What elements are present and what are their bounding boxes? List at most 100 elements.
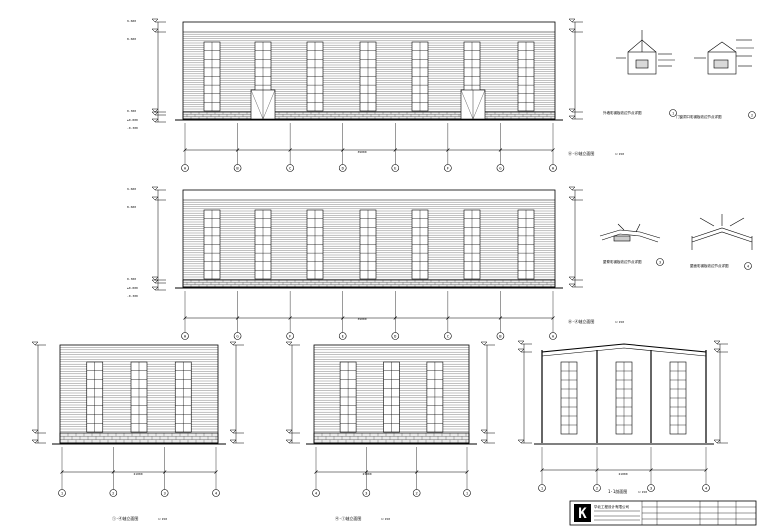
- drawing-title-section: 1-1剖面图 1:150: [608, 488, 647, 494]
- level-triangle: [151, 286, 159, 291]
- level-triangle: [31, 429, 39, 434]
- axis-label: A: [552, 333, 555, 338]
- axis-label: G: [236, 333, 239, 338]
- detail-number: 2: [751, 114, 753, 118]
- level-triangle: [151, 28, 159, 33]
- axis-label: 4: [215, 490, 218, 495]
- axis-label: 2: [416, 490, 418, 495]
- detail-number: 1: [672, 112, 674, 116]
- level-triangle: [713, 439, 721, 444]
- level-label: -0.300: [127, 126, 138, 130]
- drawing-scale: 1:150: [615, 320, 624, 324]
- axis-label: 1: [61, 490, 64, 495]
- level-triangle: [568, 186, 576, 191]
- level-triangle: [151, 18, 159, 23]
- axis-bubble: [549, 332, 557, 340]
- level-triangle: [568, 276, 576, 281]
- axis-bubble: [702, 484, 710, 492]
- level-label: 9.600: [127, 19, 136, 23]
- level-triangle: [480, 439, 488, 444]
- dimension-tick: [214, 470, 218, 474]
- axis-bubble: [338, 332, 347, 340]
- dimension-tick: [551, 148, 555, 152]
- level-markers-mid: 9.600 8.600 0.300 ±0.000 -0.300: [127, 187, 138, 298]
- axis-label: A: [184, 165, 187, 170]
- axis-bubble: [312, 489, 320, 497]
- drawing-title: 1-1剖面图: [608, 488, 627, 494]
- axis-label: 3: [365, 490, 367, 495]
- axis-label: 1: [541, 485, 544, 490]
- axis-bubble: [58, 489, 66, 497]
- axis-bubble: [538, 484, 546, 492]
- dimension-tick: [162, 470, 167, 474]
- axis-label: 3: [650, 485, 652, 490]
- dimension-tick: [465, 470, 469, 474]
- axis-bubble: [549, 164, 557, 172]
- dimension-tick: [288, 316, 292, 320]
- axis-label: 1: [466, 490, 469, 495]
- level-label: ±0.000: [127, 118, 138, 122]
- axis-bubble: [391, 164, 400, 172]
- level-label: 0.300: [127, 277, 136, 281]
- axis-bubble: [647, 484, 655, 492]
- axis-label: 4: [705, 485, 708, 490]
- brick-base: [59, 432, 219, 444]
- level-markers-top: 9.600 8.600 0.300 ±0.000 -0.300: [127, 19, 138, 130]
- axis-bubble: [286, 164, 294, 172]
- dimension-tick: [111, 470, 116, 474]
- drawing-title-center: ④-①轴立面图 1:150: [335, 515, 390, 521]
- axis-bubble: [181, 332, 189, 340]
- dimension-tick: [595, 468, 599, 472]
- dimension-tick: [540, 468, 544, 472]
- level-triangle: [568, 28, 576, 33]
- level-triangle: [151, 186, 159, 191]
- axis-bubble: [181, 164, 189, 172]
- axis-label: G: [499, 165, 502, 170]
- detail-number-bubble: [744, 262, 752, 270]
- dimension-total: 21000: [133, 472, 142, 476]
- axis-label: B: [236, 165, 239, 170]
- level-triangle: [151, 279, 159, 284]
- level-triangle: [568, 18, 576, 23]
- detail-title: 屋面彩钢板收边节点详图: [690, 263, 729, 268]
- axis-bubble: [412, 489, 421, 497]
- axis-label: D: [394, 333, 397, 338]
- dimension-tick: [393, 316, 397, 320]
- axis-label: 2: [112, 490, 114, 495]
- axis-bubble: [109, 489, 118, 497]
- dimension-tick: [235, 148, 240, 152]
- level-triangle: [31, 439, 39, 444]
- dimension-tick: [235, 316, 240, 320]
- dimension-tick: [446, 148, 450, 152]
- level-label: ±0.000: [127, 286, 138, 290]
- drawing-scale: 1:150: [638, 490, 647, 494]
- level-triangle: [517, 340, 525, 345]
- dimension-tick: [341, 316, 345, 320]
- axis-label: E: [342, 333, 345, 338]
- detail-number-bubble: [656, 258, 664, 266]
- level-label: -0.300: [127, 294, 138, 298]
- level-triangle: [568, 196, 576, 201]
- level-triangle: [151, 118, 159, 123]
- axis-label: 3: [164, 490, 166, 495]
- drawing-scale: 1:150: [615, 152, 624, 156]
- axis-bubble: [286, 332, 294, 340]
- level-triangle: [151, 196, 159, 201]
- level-label: 9.600: [127, 187, 136, 191]
- dimension-tick: [341, 148, 345, 152]
- level-triangle: [151, 276, 159, 281]
- logo-letter: K: [578, 506, 587, 522]
- axis-bubble: [233, 332, 242, 340]
- dimension-tick: [498, 148, 503, 152]
- axis-bubble: [496, 332, 505, 340]
- brick-base: [182, 111, 556, 120]
- level-triangle: [480, 429, 488, 434]
- axis-label: F: [447, 165, 450, 170]
- level-triangle: [285, 341, 293, 346]
